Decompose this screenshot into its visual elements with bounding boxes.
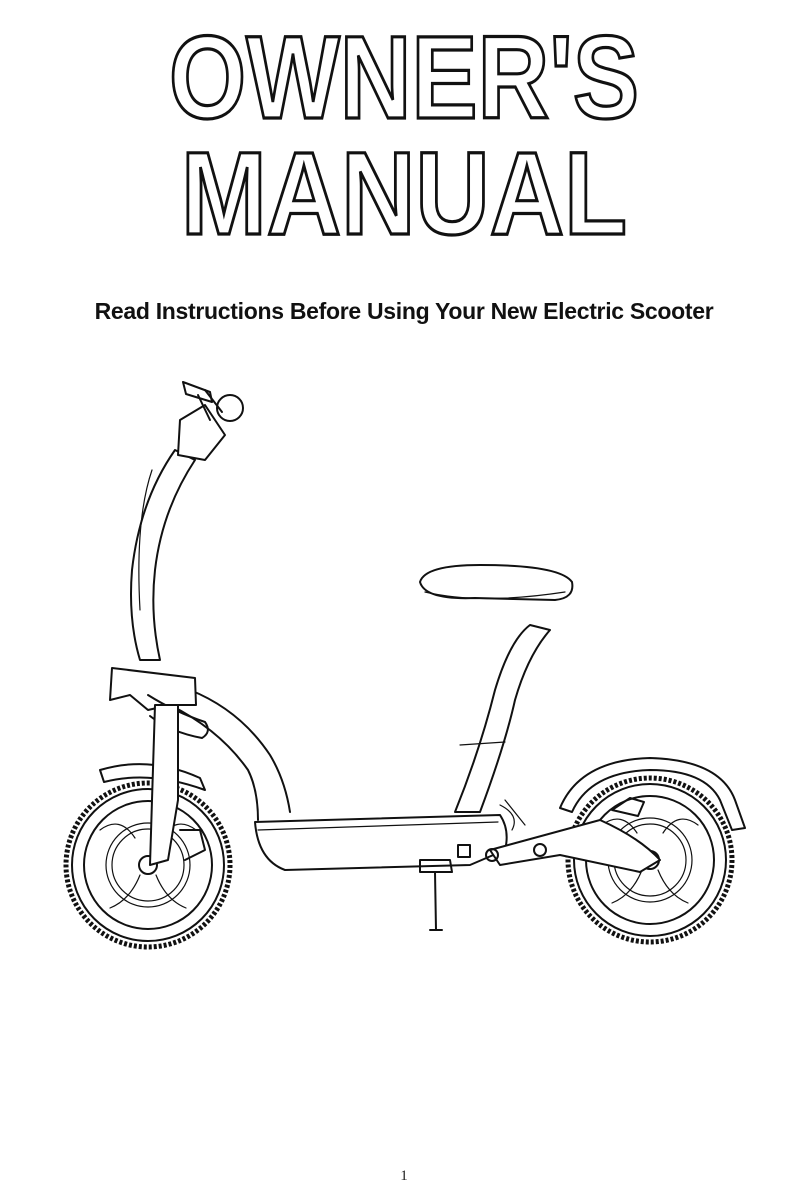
swing-arm xyxy=(489,819,661,873)
subtitle: Read Instructions Before Using Your New … xyxy=(94,298,714,324)
seat-post xyxy=(454,624,551,813)
front-wheel xyxy=(63,780,233,950)
title-line-manual: MANUAL xyxy=(181,128,627,260)
page-number: 1 xyxy=(400,1168,408,1184)
front-fender xyxy=(99,763,206,791)
steering-joint xyxy=(109,667,197,711)
steering-column xyxy=(130,449,196,661)
title-line-owners: OWNER'S xyxy=(169,12,639,144)
handlebar xyxy=(177,381,244,461)
rear-fender xyxy=(559,757,746,831)
scooter-illustration xyxy=(63,381,746,950)
front-fork xyxy=(149,704,179,866)
seat xyxy=(419,564,574,601)
manual-title: OWNER'S MANUAL xyxy=(167,10,640,260)
kickstand xyxy=(419,859,453,931)
